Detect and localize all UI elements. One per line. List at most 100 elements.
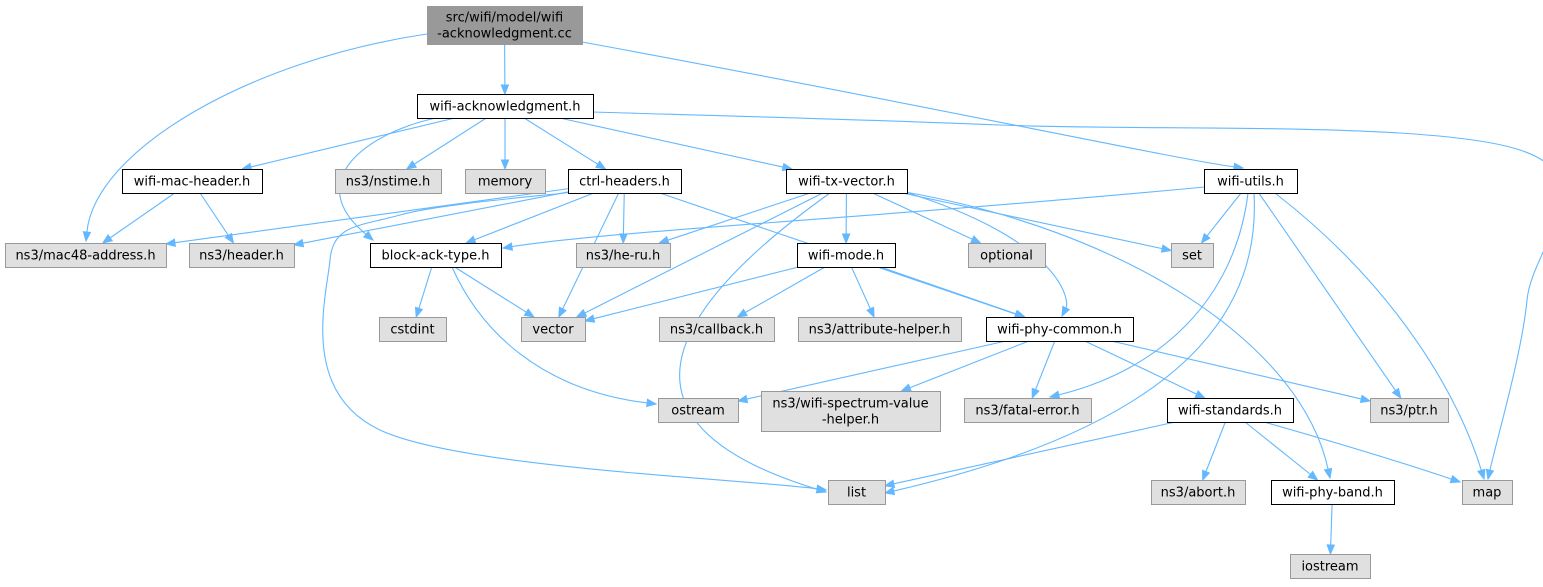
- node-box: [968, 243, 1046, 268]
- node-ptr[interactable]: ns3/ptr.h: [1370, 398, 1449, 423]
- arrow-head: [501, 242, 514, 251]
- edge-root-to-wifi_ack: [500, 43, 510, 96]
- arrow-head: [500, 159, 510, 171]
- edge-line: [418, 266, 433, 309]
- edge-line: [1206, 192, 1242, 237]
- node-abort[interactable]: ns3/abort.h: [1151, 480, 1246, 505]
- node-mac-header[interactable]: wifi-mac-header.h: [122, 169, 263, 194]
- node-memory[interactable]: memory: [465, 169, 546, 194]
- node-header[interactable]: ns3/header.h: [189, 243, 295, 268]
- node-attr-helper[interactable]: ns3/attribute-helper.h: [798, 317, 962, 342]
- edge-line: [902, 192, 1163, 250]
- arrow-head: [414, 306, 424, 319]
- node-label: ns3/mac48-address.h: [15, 249, 155, 264]
- node-box: [1167, 398, 1294, 423]
- edge-line: [511, 186, 1206, 248]
- edge-line: [1244, 421, 1311, 475]
- edge-line: [872, 192, 973, 240]
- edge-line: [86, 33, 428, 233]
- node-phy-common[interactable]: wifi-phy-common.h: [986, 317, 1134, 342]
- node-phy-band[interactable]: wifi-phy-band.h: [1271, 480, 1395, 505]
- node-label: list: [847, 486, 866, 501]
- node-iostream[interactable]: iostream: [1290, 554, 1371, 579]
- node-standards[interactable]: wifi-standards.h: [1167, 398, 1294, 423]
- edge-utils-to-ptr: [1258, 192, 1402, 400]
- node-label: set: [1182, 249, 1202, 264]
- arrow-head: [1477, 468, 1486, 481]
- node-optional[interactable]: optional: [968, 243, 1046, 268]
- edge-block_ack-to-cstdint: [414, 266, 433, 319]
- edge-wifi_ack-to-block_ack: [339, 117, 437, 241]
- node-fatal[interactable]: ns3/fatal-error.h: [964, 398, 1092, 423]
- arrow-head: [164, 238, 177, 247]
- edge-mac_header-to-mac48: [101, 192, 176, 244]
- node-box: [122, 169, 263, 194]
- node-box: [659, 317, 775, 342]
- node-cstdint[interactable]: cstdint: [379, 317, 447, 342]
- node-box: [1204, 169, 1298, 194]
- edge-line: [622, 192, 625, 235]
- arrow-head: [657, 235, 670, 245]
- node-wifi-mode[interactable]: wifi-mode.h: [797, 243, 896, 268]
- node-he-ru[interactable]: ns3/he-ru.h: [576, 243, 671, 268]
- edge-phy_common-to-spectrum: [900, 340, 1030, 392]
- node-label: wifi-tx-vector.h: [798, 175, 895, 190]
- arrow-head: [1202, 469, 1211, 482]
- edge-line: [474, 192, 595, 241]
- arrow-head: [646, 398, 658, 408]
- node-label: block-ack-type.h: [382, 249, 490, 264]
- node-wifi-ack[interactable]: wifi-acknowledgment.h: [417, 94, 594, 119]
- edge-line: [109, 192, 176, 239]
- node-map[interactable]: map: [1462, 480, 1513, 505]
- node-box: [370, 243, 502, 268]
- edge-line: [679, 192, 831, 490]
- edge-ctrl_headers-to-mac48: [164, 188, 569, 247]
- edge-phy_common-to-standards: [1084, 340, 1206, 399]
- node-callback[interactable]: ns3/callback.h: [659, 317, 775, 342]
- edge-line: [904, 191, 1329, 470]
- node-nstime[interactable]: ns3/nstime.h: [335, 169, 442, 194]
- edge-line: [893, 421, 1176, 485]
- arrow-head: [900, 383, 912, 392]
- node-box: [1151, 480, 1246, 505]
- node-box: [417, 94, 594, 119]
- node-list[interactable]: list: [828, 480, 886, 505]
- edge-wifi_ack-to-tx_vector: [559, 117, 794, 172]
- node-label: memory: [478, 175, 533, 190]
- arrow-head: [619, 233, 628, 245]
- node-vector[interactable]: vector: [521, 317, 586, 342]
- edge-wifi_mode-to-vector: [583, 266, 799, 323]
- node-box: [1171, 243, 1214, 268]
- edge-phy_common-to-fatal: [1031, 340, 1056, 400]
- node-utils[interactable]: wifi-utils.h: [1204, 169, 1298, 194]
- edge-line: [451, 266, 648, 404]
- node-label: wifi-phy-band.h: [1282, 486, 1383, 501]
- node-label: wifi-standards.h: [1178, 404, 1282, 419]
- edge-line: [174, 188, 569, 244]
- node-label: ns3/wifi-spectrum-value: [772, 397, 928, 412]
- node-label: src/wifi/model/wifi: [446, 11, 563, 26]
- edge-wifi_ack-to-nstime: [405, 117, 487, 170]
- arrow-head: [1194, 390, 1206, 399]
- node-label: wifi-mode.h: [808, 249, 884, 264]
- edge-line: [581, 41, 1235, 168]
- node-set[interactable]: set: [1171, 243, 1214, 268]
- node-mac48[interactable]: ns3/mac48-address.h: [5, 243, 167, 268]
- arrow-head: [1323, 467, 1333, 480]
- node-ctrl-headers[interactable]: ctrl-headers.h: [568, 169, 682, 194]
- node-spectrum[interactable]: ns3/wifi-spectrum-value-helper.h: [761, 391, 941, 432]
- node-ostream[interactable]: ostream: [658, 398, 739, 423]
- node-box: [568, 169, 682, 194]
- node-box: [761, 391, 941, 432]
- node-tx-vector[interactable]: wifi-tx-vector.h: [786, 169, 908, 194]
- edge-line: [322, 191, 818, 490]
- arrow-head: [523, 308, 536, 318]
- node-label: ctrl-headers.h: [579, 175, 670, 190]
- edge-line: [1035, 340, 1056, 390]
- node-label: vector: [532, 323, 574, 338]
- node-block-ack[interactable]: block-ack-type.h: [370, 243, 502, 268]
- node-box: [189, 243, 295, 268]
- edge-standards-to-list: [883, 421, 1176, 488]
- edge-line: [909, 340, 1030, 389]
